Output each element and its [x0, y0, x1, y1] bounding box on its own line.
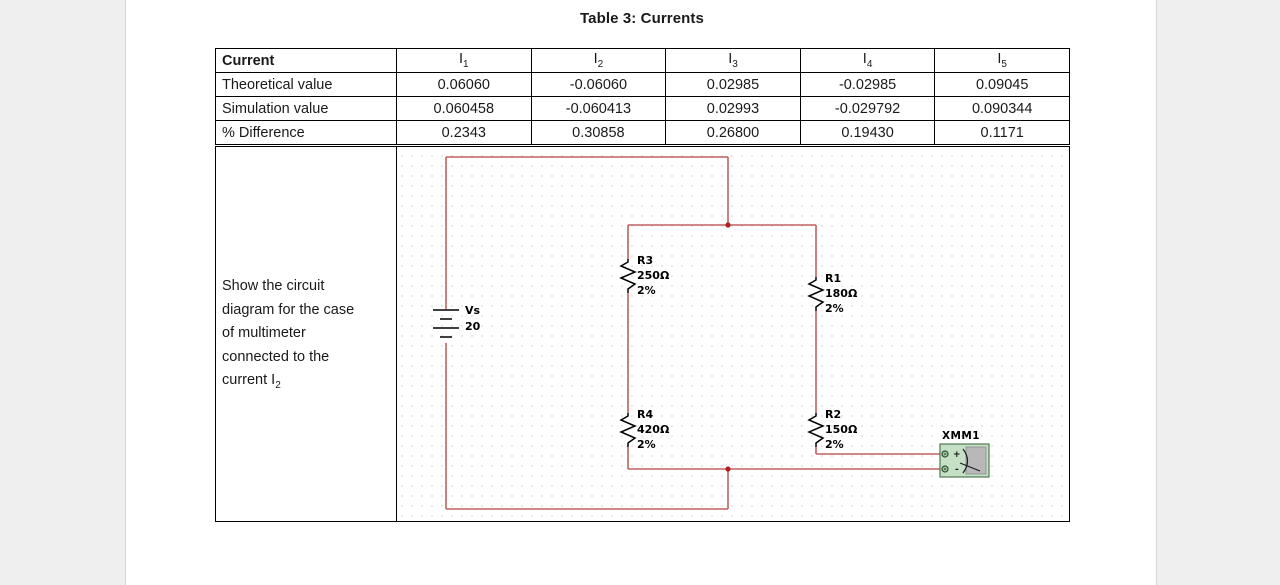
cell-percent-i3: 0.26800 [665, 120, 801, 145]
prompt-line-2: diagram for the case [222, 301, 355, 318]
table-header-i1: I1 [396, 48, 532, 73]
col-base-i1: I [459, 51, 464, 68]
cell-theoretical-i5: 0.09045 [934, 72, 1070, 97]
currents-table: Current I1 I2 I3 I4 I5 Theoretical value… [215, 48, 1070, 145]
cell-percent-i2: 0.30858 [530, 120, 667, 145]
cell-theoretical-i3: 0.02985 [665, 72, 801, 97]
col-sub-i2: 2 [597, 58, 604, 70]
col-base-i4: I [862, 51, 867, 68]
resistor-r2-ref: R2 [825, 408, 841, 421]
page-title: Table 3: Currents [580, 10, 704, 27]
col-base-i5: I [997, 51, 1002, 68]
multimeter-positive-label: + [953, 450, 961, 460]
cell-simulation-i5: 0.090344 [934, 96, 1070, 121]
prompt-line-5-text: current I [222, 372, 276, 388]
row-label-theoretical: Theoretical value [215, 72, 397, 97]
prompt-line-3: of multimeter [222, 325, 306, 341]
prompt-line-5-subscript: 2 [275, 379, 281, 391]
prompt-line-4: connected to the [222, 348, 330, 365]
multimeter-positive-terminal-dot [944, 453, 946, 455]
table-row: % Difference 0.2343 0.30858 0.26800 0.19… [215, 120, 1070, 145]
resistor-r1-tolerance: 2% [825, 302, 844, 315]
prompt-line-1: Show the circuit [222, 278, 325, 294]
resistor-r3-tolerance: 2% [637, 284, 656, 297]
col-sub-i5: 5 [1001, 58, 1007, 70]
multimeter-needle-pointer [959, 462, 981, 472]
row-label-percent-difference: % Difference [215, 120, 397, 145]
cell-percent-i4: 0.19430 [799, 120, 936, 145]
resistor-r2-value: 150Ω [825, 423, 858, 436]
col-sub-i3: 3 [732, 58, 738, 70]
resistor-r2-symbol [807, 413, 825, 447]
cell-theoretical-i2: -0.06060 [530, 72, 667, 97]
resistor-r2-tolerance: 2% [825, 438, 844, 451]
table-header-i4: I4 [799, 48, 936, 73]
cell-theoretical-i1: 0.06060 [396, 72, 532, 97]
prompt-cell: Show the circuit diagram for the case of… [216, 147, 397, 521]
multimeter-ref-label: XMM1 [942, 430, 980, 442]
cell-percent-i5: 0.1171 [934, 120, 1070, 145]
prompt-line-5: current I2 [222, 369, 394, 397]
multimeter-needle-arc [962, 448, 969, 474]
cell-theoretical-i4: -0.02985 [799, 72, 936, 97]
table-header-row: Current I1 I2 I3 I4 I5 [215, 48, 1070, 73]
multimeter-xmm1[interactable]: + - [939, 443, 990, 478]
table-header-i3: I3 [665, 48, 801, 73]
resistor-r4-symbol [619, 413, 637, 447]
table-row: Simulation value 0.060458 -0.060413 0.02… [215, 96, 1070, 121]
col-base-i3: I [728, 51, 733, 68]
resistor-r3-ref: R3 [637, 254, 653, 267]
col-sub-i1: 1 [463, 58, 469, 70]
prompt-text: Show the circuit diagram for the case of… [222, 275, 394, 397]
row-label-simulation: Simulation value [215, 96, 397, 121]
cell-simulation-i2: -0.060413 [530, 96, 667, 121]
currents-table-wrapper: Current I1 I2 I3 I4 I5 Theoretical value… [215, 48, 1070, 145]
circuit-schematic: Vs 20 R3 250Ω 2% R1 180Ω 2% [433, 156, 990, 510]
table-row: Theoretical value 0.06060 -0.06060 0.029… [215, 72, 1070, 97]
source-value-label: 20 [465, 320, 481, 333]
table-header-i5: I5 [934, 48, 1070, 73]
junction-node-top [725, 222, 731, 228]
resistor-r1-ref: R1 [825, 272, 841, 285]
schematic-cell: Vs 20 R3 250Ω 2% R1 180Ω 2% [397, 147, 1069, 521]
resistor-r1-symbol [807, 277, 825, 311]
cell-simulation-i4: -0.029792 [799, 96, 936, 121]
document-page: Table 3: Currents Current I1 I2 I3 I4 I5… [125, 0, 1157, 585]
resistor-r4-tolerance: 2% [637, 438, 656, 451]
junction-node-bottom [725, 466, 731, 472]
cell-percent-i1: 0.2343 [396, 120, 532, 145]
wire-network [445, 156, 940, 510]
col-base-i2: I [593, 51, 598, 68]
resistor-r3-symbol [619, 259, 637, 293]
table-header-current: Current [215, 48, 397, 73]
col-sub-i4: 4 [866, 58, 873, 70]
resistor-r3-value: 250Ω [637, 269, 670, 282]
resistor-r1-value: 180Ω [825, 287, 858, 300]
table-header-i2: I2 [530, 48, 667, 73]
resistor-r4-ref: R4 [637, 408, 653, 421]
source-ref-label: Vs [465, 304, 481, 317]
cell-simulation-i3: 0.02993 [665, 96, 801, 121]
resistor-r4-value: 420Ω [637, 423, 670, 436]
figure-row: Show the circuit diagram for the case of… [215, 146, 1070, 522]
multimeter-negative-label: - [955, 465, 959, 475]
cell-simulation-i1: 0.060458 [396, 96, 532, 121]
multimeter-negative-terminal-dot [944, 468, 946, 470]
voltage-source-vs-symbol [433, 309, 459, 338]
